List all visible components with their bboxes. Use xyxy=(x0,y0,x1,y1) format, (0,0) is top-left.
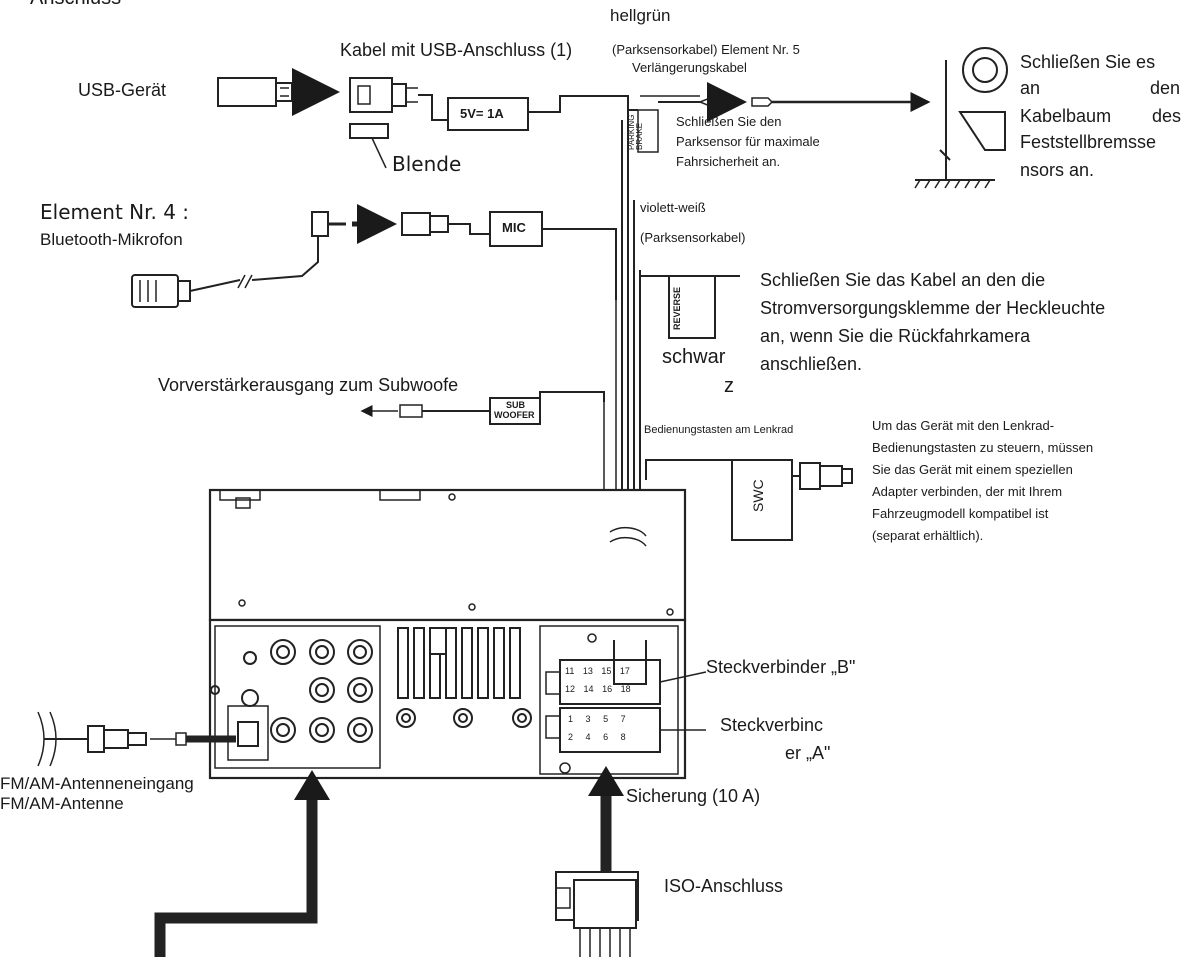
header-cut-title: Anschluss xyxy=(30,0,121,10)
power-box xyxy=(447,97,529,131)
microphone-icon xyxy=(131,211,346,308)
brake-note-line1: Schließen Sie es xyxy=(1020,52,1156,72)
brake-note-line5: nsors an. xyxy=(1020,160,1095,180)
brake-note-line2a: an xyxy=(1020,78,1041,98)
park-note-line1: Schließen Sie den xyxy=(676,114,782,129)
pins-b-top: 11 13 15 17 xyxy=(565,666,630,676)
fuse-label: Sicherung (10 A) xyxy=(626,786,761,806)
antenna-plug-icon xyxy=(37,711,147,767)
usb-socket-icon xyxy=(349,77,418,169)
swc-note-line6: (separat erhältlich). xyxy=(872,528,984,543)
swc-note-line1: Um das Gerät mit den Lenkrad- xyxy=(872,418,1055,433)
subwoofer-box-line2: WOOFER xyxy=(494,410,535,420)
cover-label: Blende xyxy=(392,152,462,176)
brake-note-line3a: Kabelbaum xyxy=(1020,106,1112,126)
mic-box-label: MIC xyxy=(502,220,526,235)
reverse-note-line1: Schließen Sie das Kabel an den die xyxy=(760,270,1046,290)
swc-plug-icon xyxy=(799,462,853,490)
pins-b-bottom: 12 14 16 18 xyxy=(565,684,631,694)
parking-brake-box xyxy=(637,109,659,153)
connector-b-label: Steckverbinder „B" xyxy=(706,657,856,677)
park-note-line2: Parksensor für maximale xyxy=(676,134,820,149)
violet-label-line1: violett-weiß xyxy=(640,200,706,215)
swc-box-label: SWC xyxy=(750,479,766,512)
park-note-line3: Fahrsicherheit an. xyxy=(676,154,781,169)
iso-label: ISO-Anschluss xyxy=(664,876,784,896)
subwoofer-box-line1: SUB xyxy=(506,400,526,410)
brake-note-line3b: des xyxy=(1152,106,1182,126)
pins-a-bottom: 2 4 6 8 xyxy=(568,732,626,742)
swc-note-line4: Adapter verbinden, der mit Ihrem xyxy=(872,484,1063,499)
mic-subtitle: Bluetooth-Mikrofon xyxy=(40,230,183,249)
parking-brake-box-label: PARKING BRAKE xyxy=(627,114,644,150)
mic-jack-icon xyxy=(401,212,449,236)
antenna-label-line1: FM/AM-Antenneneingang xyxy=(0,774,194,793)
reverse-note-line4: anschließen. xyxy=(760,354,863,374)
swc-caption: Bedienungstasten am Lenkrad xyxy=(644,424,794,436)
connector-a-label-line1: Steckverbinc xyxy=(720,715,824,735)
usb-device-label: USB-Gerät xyxy=(78,80,167,100)
reverse-color-line1: schwar xyxy=(662,346,726,368)
top-color-label: hellgrün xyxy=(610,6,671,25)
reverse-box xyxy=(668,275,716,339)
rca-plug-icon xyxy=(399,404,423,418)
swc-note-line2: Bedienungstasten zu steuern, müssen xyxy=(872,440,1094,455)
power-box-label: 5V= 1A xyxy=(460,106,504,121)
reverse-note-line3: an, wenn Sie die Rückfahrkamera xyxy=(760,326,1031,346)
parking-brake-icon xyxy=(914,47,1008,189)
reverse-color-line2: z xyxy=(724,375,734,397)
violet-label-line2: (Parksensorkabel) xyxy=(640,230,746,245)
reverse-note-line2: Stromversorgungsklemme der Heckleuchte xyxy=(760,298,1106,318)
reverse-box-label: REVERSE xyxy=(672,286,682,330)
connector-a-label-line2: er „A" xyxy=(785,743,831,763)
antenna-label-line2: FM/AM-Antenne xyxy=(0,794,124,813)
brake-note-line4: Feststellbremsse xyxy=(1020,132,1157,152)
swc-note-line5: Fahrzeugmodell kompatibel ist xyxy=(872,506,1049,521)
park-cable-line2: Verlängerungskabel xyxy=(632,60,747,75)
subwoofer-box xyxy=(489,397,541,425)
antenna-arrow-icon xyxy=(154,792,318,957)
subwoofer-label: Vorverstärkerausgang zum Subwoofe xyxy=(158,375,459,395)
park-cable-line1: (Parksensorkabel) Element Nr. 5 xyxy=(612,42,800,57)
usb-device-icon xyxy=(217,77,293,107)
pins-a-top: 1 3 5 7 xyxy=(568,714,626,724)
head-unit-chassis xyxy=(208,488,687,780)
iso-connector-icon xyxy=(555,871,639,957)
swc-box xyxy=(731,459,793,541)
swc-note-line3: Sie das Gerät mit einem speziellen xyxy=(872,462,1073,477)
brake-note-line2b: den xyxy=(1150,78,1181,98)
usb-cable-label: Kabel mit USB-Anschluss (1) xyxy=(340,40,573,60)
mic-title: Element Nr. 4 : xyxy=(40,200,190,224)
